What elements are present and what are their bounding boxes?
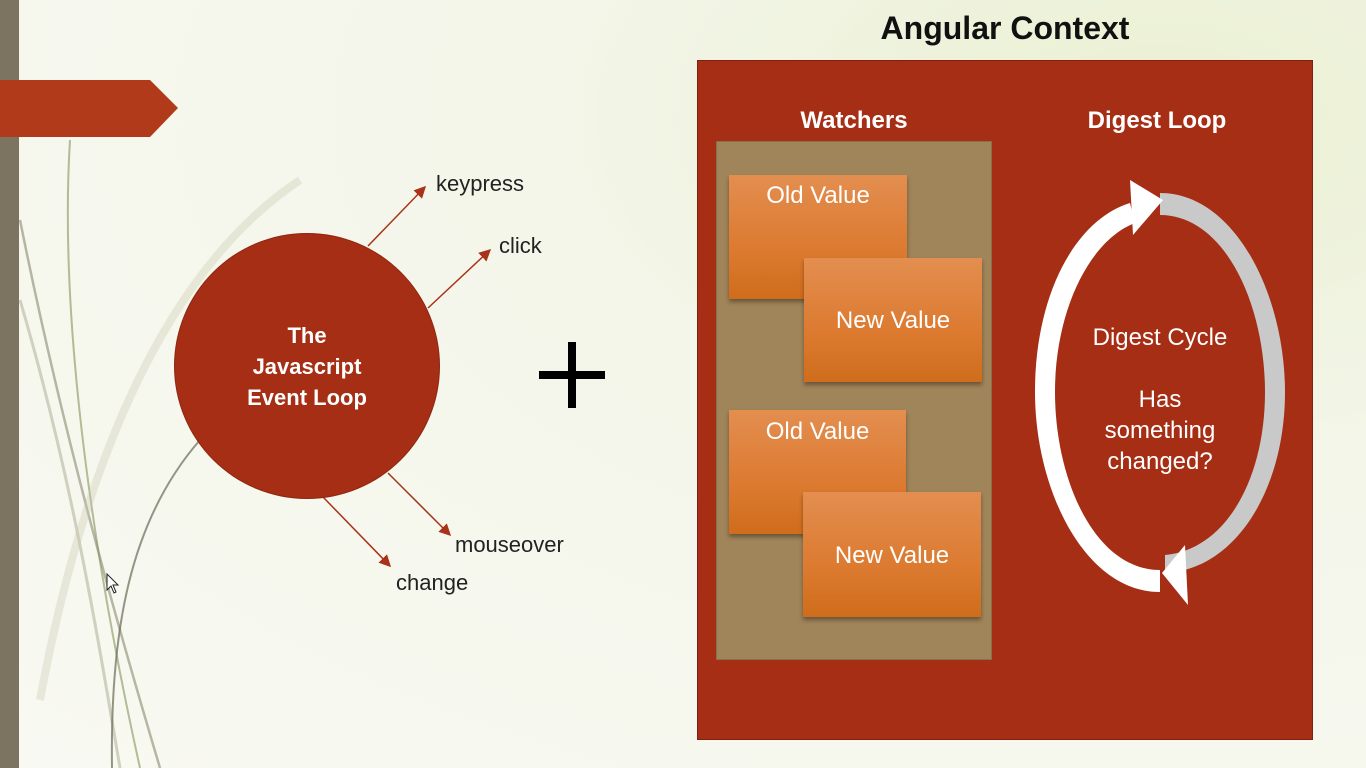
- digest-cycle-label: Digest Cycle: [1092, 324, 1228, 351]
- event-change: change: [396, 570, 469, 595]
- arrow-mouseover: [387, 472, 452, 537]
- digest-cycle-text: Digest Cycle Has something changed?: [1040, 322, 1280, 477]
- new-value-box: New Value: [803, 492, 981, 617]
- angular-context-title: Angular Context: [880, 10, 1130, 46]
- decorative-curves: [18, 139, 303, 768]
- event-arrows: [322, 185, 492, 568]
- pennant-arrow: [0, 80, 178, 137]
- new-value-box: New Value: [804, 258, 982, 382]
- digest-loop-header: Digest Loop: [1087, 107, 1227, 134]
- event-mouseover: mouseover: [455, 532, 564, 557]
- arrow-change: [322, 496, 392, 568]
- event-loop-circle: The Javascript Event Loop: [175, 234, 439, 498]
- arrow-click: [427, 248, 492, 309]
- event-keypress: keypress: [436, 171, 525, 196]
- watchers-header: Watchers: [800, 107, 908, 134]
- event-click: click: [499, 233, 542, 258]
- event-loop-label: The Javascript Event Loop: [247, 322, 367, 410]
- arrow-keypress: [367, 185, 427, 247]
- left-accent-bar: [0, 0, 19, 768]
- digest-cycle-question: Has something changed?: [1104, 386, 1216, 475]
- cursor-icon: [106, 573, 120, 594]
- plus-icon: [539, 342, 605, 408]
- circular-arrows-icon: [1035, 180, 1285, 605]
